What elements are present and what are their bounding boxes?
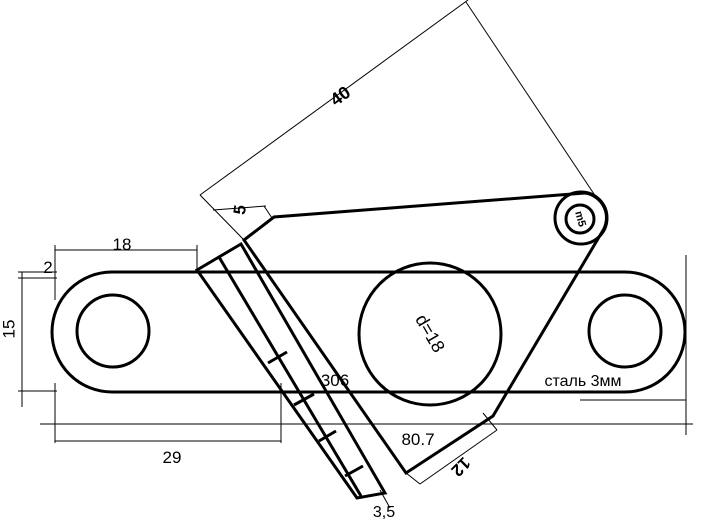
material-note: сталь 3мм	[544, 373, 621, 390]
left-hole	[75, 293, 151, 369]
section-line-2	[293, 392, 315, 407]
section-line-3	[318, 429, 337, 443]
section-line-4	[344, 464, 364, 478]
diameter-label: d=18	[411, 311, 449, 356]
right-hole	[587, 293, 663, 369]
dim-12: 12	[447, 453, 474, 480]
dim-29: 29	[163, 448, 182, 467]
lever-bar	[194, 241, 388, 500]
dim-306: 306	[321, 371, 349, 390]
dim-18: 18	[113, 235, 132, 254]
bushing-label: m5	[572, 210, 588, 228]
dim-2: 2	[43, 258, 52, 277]
pivot-outer	[553, 190, 609, 246]
base-plate	[50, 270, 687, 394]
center-disc	[357, 261, 503, 407]
part-outlines	[50, 190, 687, 500]
dim-15: 15	[0, 320, 18, 339]
section-line-1	[267, 350, 288, 365]
dim-5: 5	[230, 204, 250, 216]
dim-80-7: 80.7	[401, 430, 434, 449]
dimension-lines	[18, 0, 693, 509]
pivot-inner	[564, 203, 596, 235]
dim-3-5: 3,5	[373, 504, 395, 521]
